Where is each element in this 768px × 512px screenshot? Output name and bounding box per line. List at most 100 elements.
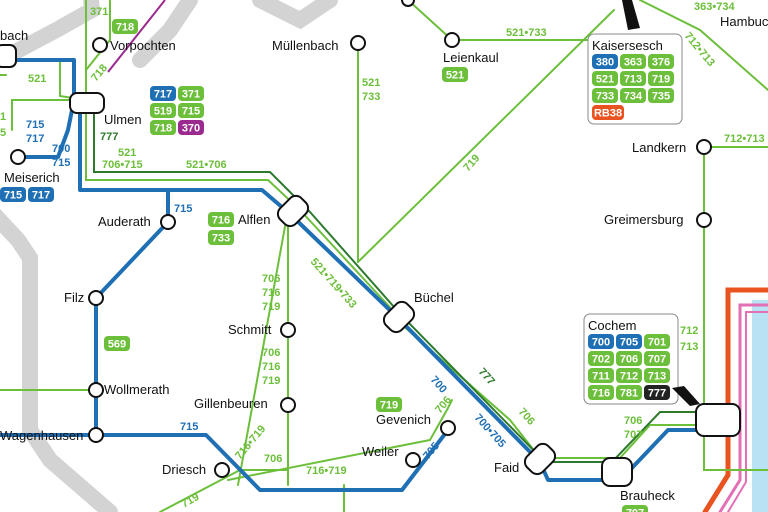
- line-label: 719: [262, 301, 280, 313]
- rail-pink-line: [718, 303, 768, 512]
- svg-text:712: 712: [620, 371, 638, 383]
- bus-lines-dark-green: [93, 104, 713, 463]
- line-label: 521: [118, 147, 136, 159]
- svg-text:376: 376: [652, 57, 670, 69]
- stop-marker-wollmerath: [88, 382, 104, 398]
- line-label: 521: [28, 73, 46, 85]
- line-label: 733: [362, 91, 380, 103]
- line-badge-cochem-row4: 781: [616, 385, 642, 400]
- line-label: 716•719: [306, 465, 347, 477]
- line-badge-ulmen-row2: 519: [150, 103, 176, 118]
- line-badge-cochem-row1: 705: [616, 334, 642, 349]
- line-label: 5: [0, 127, 6, 139]
- stop-marker-top: [401, 0, 415, 7]
- line-badge-cochem-row2: 707: [644, 351, 670, 366]
- stop-marker-filz: [88, 290, 104, 306]
- hub-marker-ulmen: [69, 92, 105, 114]
- line-label: 777: [476, 366, 497, 388]
- svg-text:RB38: RB38: [594, 108, 622, 120]
- line-label: 715: [26, 119, 44, 131]
- svg-text:719: 719: [380, 400, 398, 412]
- line-badge-cochem-row4: 716: [588, 385, 614, 400]
- line-badge-kaisersesch-row4: RB38: [592, 105, 624, 120]
- line-label: 707: [624, 429, 642, 441]
- svg-text:380: 380: [596, 57, 614, 69]
- stop-marker-greimersburg: [696, 212, 712, 228]
- line-badge-cochem-row3: 712: [616, 368, 642, 383]
- line-badge-brauheck: 707: [622, 505, 648, 512]
- line-badge-cochem-row3: 713: [644, 368, 670, 383]
- label-gevenich: Gevenich: [376, 412, 431, 427]
- line-badge-meiserich: 717: [28, 187, 54, 202]
- line-badge-ulmen-row1: 371: [178, 86, 204, 101]
- road-background: [0, 0, 338, 512]
- svg-text:715: 715: [4, 190, 22, 202]
- hub-marker-cochem: [695, 403, 741, 437]
- stop-marker-vorpochten: [92, 37, 108, 53]
- label-bach: bach: [0, 28, 28, 43]
- svg-text:715: 715: [182, 106, 200, 118]
- svg-text:370: 370: [182, 123, 200, 135]
- label-leienkaul: Leienkaul: [443, 50, 499, 65]
- line-label: 712•713: [724, 133, 765, 145]
- hub-marker-bach: [0, 44, 17, 68]
- line-label: 363•734: [694, 1, 735, 13]
- line-badge-kaisersesch-row3: 735: [648, 88, 674, 103]
- svg-text:716: 716: [592, 388, 610, 400]
- line-badge-alflen-row2: 733: [208, 230, 234, 245]
- line-badge-cochem-row2: 706: [616, 351, 642, 366]
- line-label: 521•733: [506, 27, 547, 39]
- label-hambuch: Hambuc: [720, 14, 768, 29]
- line-badge-gevenich: 719: [376, 397, 402, 412]
- svg-text:717: 717: [154, 89, 172, 101]
- line-badge-kaisersesch-row2: 719: [648, 71, 674, 86]
- line-badge-kaisersesch-row3: 734: [620, 88, 646, 103]
- line-badge-cochem-row3: 711: [588, 368, 614, 383]
- svg-text:716: 716: [212, 215, 230, 227]
- line-label: 706: [262, 273, 280, 285]
- label-weiler: Weiler: [362, 444, 399, 459]
- svg-text:363: 363: [624, 57, 642, 69]
- svg-text:777: 777: [648, 388, 666, 400]
- svg-text:713: 713: [648, 371, 666, 383]
- svg-text:519: 519: [154, 106, 172, 118]
- line-label: 712•713: [682, 30, 717, 69]
- line-label: 706: [624, 415, 642, 427]
- label-faid: Faid: [494, 460, 519, 475]
- river: [752, 300, 768, 512]
- line-label: 706: [262, 347, 280, 359]
- kaisersesch-title: Kaisersesch: [592, 38, 663, 53]
- label-driesch: Driesch: [162, 462, 206, 477]
- line-badge-cochem-row2: 702: [588, 351, 614, 366]
- svg-text:521: 521: [446, 70, 464, 82]
- label-schmitt: Schmitt: [228, 322, 272, 337]
- line-label: 706•715: [102, 159, 143, 171]
- line-badge-ulmen-row3: 718: [150, 120, 176, 135]
- cochem-title: Cochem: [588, 318, 636, 333]
- svg-text:713: 713: [624, 74, 642, 86]
- stop-labels: bach Vorpochten Ulmen Müllenbach Leienka…: [0, 14, 768, 503]
- line-badge-ulmen-row2: 715: [178, 103, 204, 118]
- line-badge-kaisersesch-row3: 733: [592, 88, 618, 103]
- stop-marker-gevenich: [440, 420, 456, 436]
- hub-marker-buechel: [382, 300, 416, 334]
- line-label: 715: [52, 157, 70, 169]
- label-filz: Filz: [64, 290, 84, 305]
- line-badge-kaisersesch-row1: 376: [648, 54, 674, 69]
- svg-text:733: 733: [596, 91, 614, 103]
- line-label: 1: [0, 111, 6, 123]
- label-brauheck: Brauheck: [620, 488, 675, 503]
- line-label: 521•706: [186, 159, 227, 171]
- hub-marker-faid: [523, 442, 557, 476]
- line-label: 716: [262, 287, 280, 299]
- bus-line-magenta: [107, 0, 166, 73]
- svg-text:718: 718: [116, 22, 134, 34]
- line-label: 521: [362, 77, 380, 89]
- stop-marker-weiler: [405, 452, 421, 468]
- line-badge-ulmen-row3: 370: [178, 120, 204, 135]
- line-badge-vorpochten: 718: [112, 19, 138, 34]
- svg-text:718: 718: [154, 123, 172, 135]
